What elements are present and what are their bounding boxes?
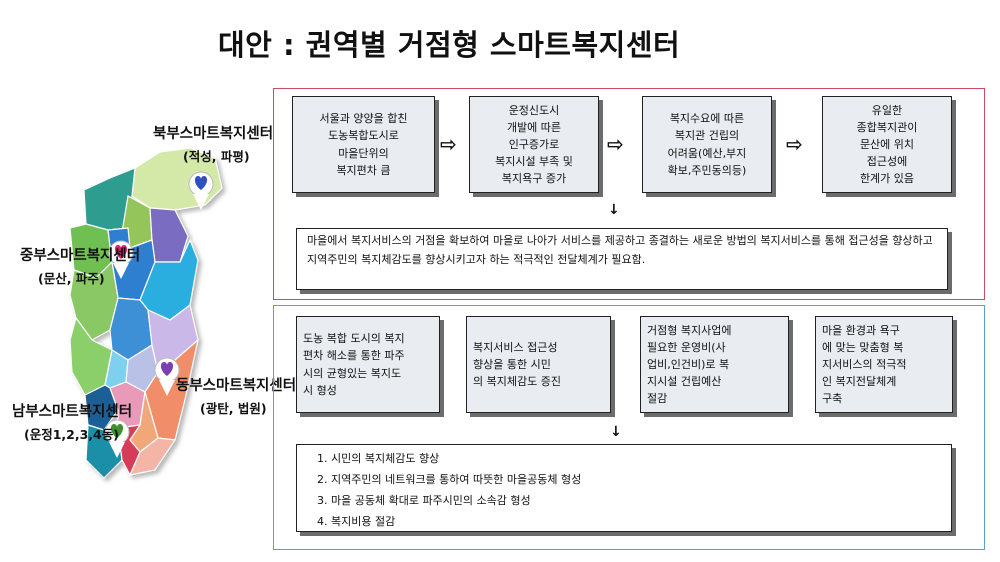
problem-box-4: 유일한 종합복지관이 문산에 위치 접근성에 한계가 있음 [822, 96, 952, 193]
effect-3-line-4: 지시설 건립예산 [647, 375, 722, 389]
effect-4-line-5: 구축 [822, 392, 843, 406]
map-region-east-mid [149, 207, 189, 263]
problem-4-line-2: 종합복지관이 [856, 120, 918, 134]
central-center-name: 중부스마트복지센터 [20, 248, 141, 264]
map-pin-central [108, 240, 134, 279]
down-arrow-icon: ↓ [610, 424, 622, 440]
effect-box-4: 마을 환경과 욕구 에 맞는 맞춤형 복 지서비스의 적극적 인 복지전달체계 … [815, 316, 953, 413]
results-list: 1. 시민의 복지체감도 향상 2. 지역주민의 네트워크를 통하여 따뜻한 마… [307, 449, 941, 533]
result-item: 2. 지역주민의 네트워크를 통하여 따뜻한 마을공동체 형성 [317, 472, 582, 486]
effect-4-line-3: 지서비스의 적극적 [822, 357, 907, 371]
problem-2-line-4: 복지시설 부족 및 [495, 155, 573, 169]
right-arrow-icon: ⇨ [440, 132, 457, 156]
effect-3-line-3: 업비,인건비)로 복 [647, 357, 730, 371]
problem-box-2: 운정신도시 개발에 따른 인구증가로 복지시설 부족 및 복지욕구 증가 [469, 96, 599, 193]
results-box: 1. 시민의 복지체감도 향상 2. 지역주민의 네트워크를 통하여 따뜻한 마… [296, 444, 952, 532]
page-title: 대안 : 권역별 거점형 스마트복지센터 [218, 28, 681, 62]
problem-4-line-3: 문산에 위치 [859, 137, 915, 151]
south-center-area: (운정1,2,3,4동) [24, 427, 119, 442]
east-center-name: 동부스마트복지센터 [176, 378, 297, 394]
effects-panel [273, 305, 985, 550]
problem-4-line-5: 한계가 있음 [859, 172, 915, 186]
north-center-name: 북부스마트복지센터 [153, 126, 274, 142]
problem-box-3: 복지수요에 따른 복지관 건립의 어려움(예산,부지 확보,주민동의등) [642, 96, 772, 193]
right-arrow-icon: ⇨ [607, 132, 624, 156]
effect-3-line-2: 필요한 운영비(사 [647, 340, 726, 354]
effect-1-line-3: 시의 균형있는 복지도 [303, 366, 402, 380]
region-map [69, 147, 223, 479]
south-center-name: 남부스마트복지센터 [12, 404, 133, 420]
east-center-area: (광탄, 법원) [200, 401, 267, 416]
effect-box-3: 거점형 복지사업에 필요한 운영비(사 업비,인건비)로 복 지시설 건립예산 … [640, 316, 789, 413]
result-item: 4. 복지비용 절감 [317, 514, 396, 528]
effect-2-line-3: 의 복지체감도 증진 [473, 375, 561, 389]
effect-4-line-4: 인 복지전달체계 [822, 375, 897, 389]
effect-3-line-1: 거점형 복지사업에 [647, 323, 732, 337]
effect-4-line-1: 마을 환경과 욕구 [822, 323, 900, 337]
down-arrow-icon: ↓ [608, 202, 620, 218]
effect-1-line-1: 도농 복합 도시의 복지 [303, 332, 405, 346]
map-pin-south [104, 419, 130, 458]
problem-4-line-4: 접근성에 [866, 155, 908, 169]
north-center-area: (적성, 파평) [183, 149, 250, 164]
problem-1-line-1: 서울과 양양을 합친 [319, 112, 408, 126]
problem-3-line-1: 복지수요에 따른 [669, 112, 745, 126]
effect-1-line-2: 편차 해소를 통한 파주 [303, 349, 405, 363]
summary-box: 마을에서 복지서비스의 거점을 확보하여 마을로 나아가 서비스를 제공하고 종… [296, 228, 948, 290]
problem-box-1: 서울과 양양을 합친 도농복합도시로 마을단위의 복지편차 큼 [292, 96, 435, 193]
problems-panel [273, 88, 985, 300]
map-pin-east [154, 357, 180, 396]
problem-2-line-2: 개발에 따른 [506, 120, 562, 134]
result-item: 1. 시민의 복지체감도 향상 [317, 452, 440, 465]
effect-2-line-1: 복지서비스 접근성 [473, 340, 558, 354]
problem-2-line-3: 인구증가로 [508, 137, 560, 151]
effect-box-1: 도농 복합 도시의 복지 편차 해소를 통한 파주 시의 균형있는 복지도 시 … [296, 316, 440, 413]
result-item: 3. 마을 공동체 확대로 파주시민의 소속감 형성 [317, 493, 531, 507]
effect-4-line-2: 에 맞는 맞춤형 복 [822, 340, 904, 354]
central-center-area: (문산, 파주) [38, 271, 105, 286]
problem-3-line-2: 복지관 건립의 [674, 129, 740, 143]
problem-1-line-4: 복지편차 큼 [336, 163, 391, 177]
problem-1-line-2: 도농복합도시로 [328, 129, 399, 143]
effect-box-2: 복지서비스 접근성 향상을 통한 시민 의 복지체감도 증진 [466, 316, 611, 413]
effect-2-line-2: 향상을 통한 시민 [473, 357, 551, 371]
problem-2-line-5: 복지욕구 증가 [501, 172, 567, 186]
problem-4-line-1: 유일한 [871, 103, 903, 117]
map-pin-north [188, 171, 214, 210]
effect-3-line-5: 절감 [647, 392, 668, 406]
problem-3-line-4: 확보,주민동의등) [667, 163, 747, 177]
effect-1-line-4: 시 형성 [303, 383, 337, 397]
problem-1-line-3: 마을단위의 [338, 146, 389, 160]
map-region-south-f [128, 437, 177, 476]
right-arrow-icon: ⇨ [786, 132, 803, 156]
problem-3-line-3: 어려움(예산,부지 [667, 146, 747, 160]
problem-2-line-1: 운정신도시 [508, 103, 560, 117]
